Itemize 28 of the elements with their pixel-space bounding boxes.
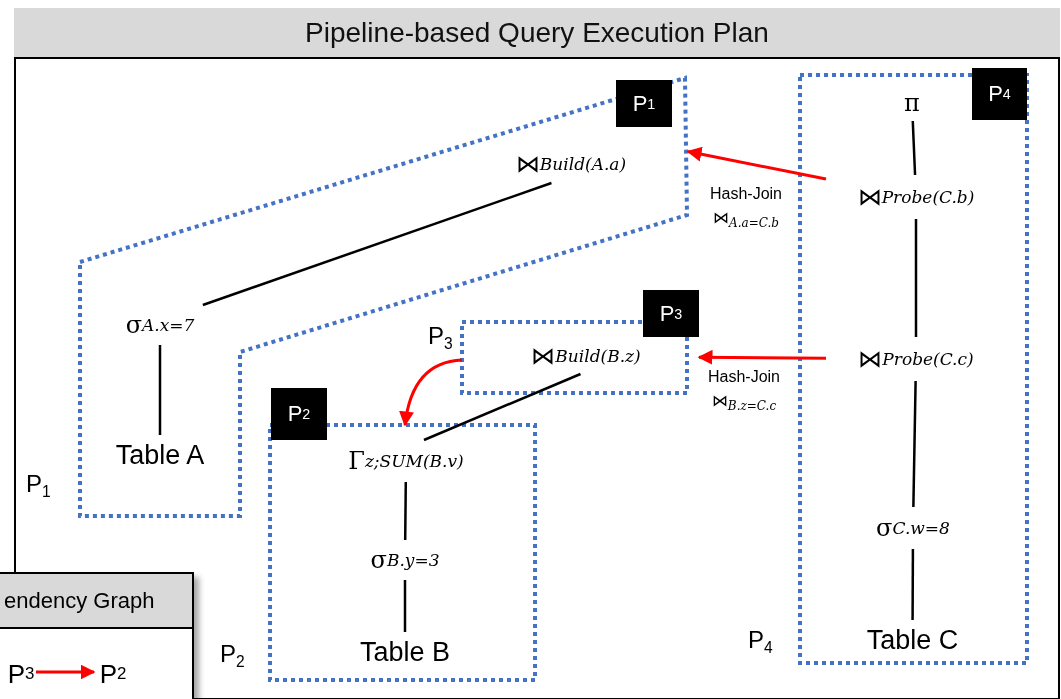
pipeline-region <box>462 290 699 394</box>
operator-label: π <box>894 85 930 121</box>
pipeline-region <box>80 78 688 518</box>
connector-line <box>158 345 162 435</box>
connector-line <box>914 219 918 337</box>
arrow <box>36 664 96 680</box>
legend-panel <box>0 572 194 699</box>
connector-line <box>202 181 552 307</box>
connector-line <box>423 372 581 442</box>
pipeline-label: P$_{4}$ <box>748 626 773 654</box>
connector-line <box>403 482 408 540</box>
pipeline-label: P$_{1}$ <box>26 470 51 498</box>
connector-line <box>912 380 917 508</box>
arrow <box>686 146 827 181</box>
table-label: Table C <box>845 620 980 660</box>
table-label: Table A <box>95 435 225 475</box>
pipeline-label: P$_{3}$ <box>428 322 453 350</box>
connector-line <box>911 120 917 176</box>
pipeline-region <box>270 388 536 681</box>
pipeline-label: P$_{2}$ <box>220 640 245 668</box>
title-bar: Pipeline-based Query Execution Plan <box>14 8 1060 59</box>
connector-line <box>911 549 915 620</box>
panel-header: endency Graph <box>0 574 192 629</box>
connector-line <box>403 580 407 632</box>
pipeline-region <box>800 68 1028 664</box>
arrow <box>697 349 826 365</box>
table-label: Table B <box>340 632 470 672</box>
arrow <box>399 358 463 427</box>
